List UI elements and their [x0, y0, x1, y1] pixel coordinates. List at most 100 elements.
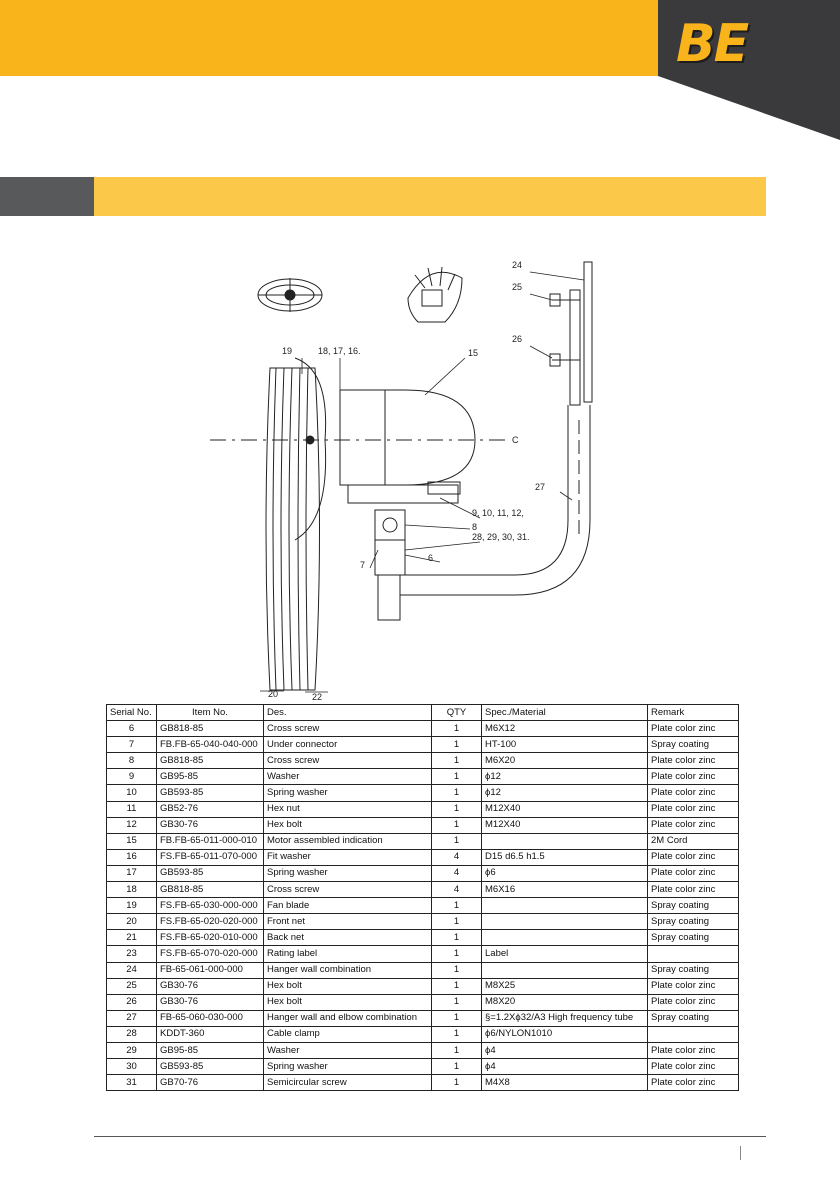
- item-no-cell: FS.FB-65-070-020-000: [156, 945, 264, 963]
- item-no-cell: GB818-85: [156, 720, 264, 738]
- spec-cell: D15 d6.5 h1.5: [481, 848, 648, 866]
- qty-cell: 1: [431, 736, 482, 754]
- spec-cell: HT-100: [481, 736, 648, 754]
- remark-cell: Plate color zinc: [647, 768, 739, 786]
- serial-cell: 23: [106, 945, 157, 963]
- remark-cell: [647, 945, 739, 963]
- qty-cell: 1: [431, 945, 482, 963]
- callout-26: 26: [512, 334, 522, 344]
- callout-27: 27: [535, 482, 545, 492]
- serial-cell: 6: [106, 720, 157, 738]
- item-no-cell: GB818-85: [156, 881, 264, 899]
- column-header: QTY: [431, 703, 482, 722]
- spec-cell: ϕ12: [481, 768, 648, 786]
- callout-c: C: [512, 435, 519, 445]
- fan-guard: [265, 357, 327, 691]
- spec-cell: M6X12: [481, 720, 648, 738]
- description-cell: Rating label: [263, 945, 432, 963]
- description-cell: Hanger wall and elbow combination: [263, 1009, 432, 1027]
- remark-cell: Plate color zinc: [647, 720, 739, 738]
- description-cell: Spring washer: [263, 864, 432, 883]
- spec-cell: ϕ6: [481, 864, 648, 883]
- spec-cell: M4X8: [481, 1074, 648, 1092]
- item-no-cell: GB818-85: [156, 752, 264, 770]
- item-no-cell: GB95-85: [156, 1041, 264, 1060]
- serial-cell: 29: [106, 1041, 157, 1060]
- serial-cell: 24: [106, 961, 157, 979]
- item-no-cell: FS.FB-65-020-020-000: [156, 913, 264, 931]
- serial-cell: 18: [106, 881, 157, 899]
- remark-cell: Plate color zinc: [647, 1058, 739, 1076]
- callout-19: 19: [282, 346, 292, 356]
- description-cell: Fan blade: [263, 897, 432, 915]
- remark-cell: Plate color zinc: [647, 848, 739, 866]
- spec-cell: Label: [481, 945, 648, 963]
- remark-cell: Plate color zinc: [647, 993, 739, 1011]
- spec-cell: ϕ4: [481, 1041, 648, 1060]
- description-cell: Hanger wall combination: [263, 961, 432, 979]
- qty-cell: 1: [431, 929, 482, 947]
- description-cell: Cable clamp: [263, 1025, 432, 1043]
- spec-cell: M8X20: [481, 993, 648, 1011]
- description-cell: Washer: [263, 1041, 432, 1060]
- spec-cell: ϕ12: [481, 784, 648, 802]
- remark-cell: Plate color zinc: [647, 784, 739, 802]
- spec-cell: [481, 832, 648, 850]
- remark-cell: Plate color zinc: [647, 864, 739, 883]
- blade-detail-view: [257, 278, 323, 312]
- serial-cell: 16: [106, 848, 157, 866]
- callout-22: 22: [312, 692, 322, 702]
- spec-cell: [481, 897, 648, 915]
- remark-cell: Plate color zinc: [647, 881, 739, 899]
- serial-cell: 7: [106, 736, 157, 754]
- description-cell: Spring washer: [263, 1058, 432, 1076]
- serial-cell: 17: [106, 864, 157, 883]
- callout-18-17-16: 18, 17, 16.: [318, 346, 361, 356]
- column-header: Item No.: [156, 703, 264, 722]
- callout-7: 7: [360, 560, 365, 570]
- spec-cell: M6X20: [481, 752, 648, 770]
- qty-cell: 1: [431, 800, 482, 818]
- serial-cell: 31: [106, 1074, 157, 1092]
- remark-cell: Plate color zinc: [647, 1074, 739, 1092]
- remark-cell: [647, 1025, 739, 1043]
- item-no-cell: FS.FB-65-011-070-000: [156, 848, 264, 866]
- spec-cell: [481, 929, 648, 947]
- mount-connector: [347, 481, 461, 621]
- qty-cell: 1: [431, 993, 482, 1011]
- qty-cell: 1: [431, 897, 482, 915]
- spec-cell: M6X16: [481, 881, 648, 899]
- column-header: Spec./Material: [481, 703, 648, 722]
- table-header-row: Serial No. Item No. Des. QTY Spec./Mater…: [106, 703, 739, 722]
- qty-cell: 1: [431, 1058, 482, 1076]
- serial-cell: 9: [106, 768, 157, 786]
- footer-page-marker: [740, 1146, 741, 1160]
- item-no-cell: GB30-76: [156, 993, 264, 1011]
- qty-cell: 1: [431, 720, 482, 738]
- item-no-cell: GB593-85: [156, 864, 264, 883]
- remark-cell: Spray coating: [647, 736, 739, 754]
- item-no-cell: GB95-85: [156, 768, 264, 786]
- qty-cell: 1: [431, 832, 482, 850]
- description-cell: Semicircular screw: [263, 1074, 432, 1092]
- description-cell: Front net: [263, 913, 432, 931]
- qty-cell: 1: [431, 768, 482, 786]
- remark-cell: 2M Cord: [647, 832, 739, 850]
- description-cell: Washer: [263, 768, 432, 786]
- qty-cell: 1: [431, 752, 482, 770]
- spec-cell: ϕ4: [481, 1058, 648, 1076]
- spec-cell: §=1.2Xϕ32/A3 High frequency tube: [481, 1009, 648, 1027]
- description-cell: Back net: [263, 929, 432, 947]
- item-no-cell: FS.FB-65-030-000-000: [156, 897, 264, 915]
- motor-housing: [210, 389, 510, 486]
